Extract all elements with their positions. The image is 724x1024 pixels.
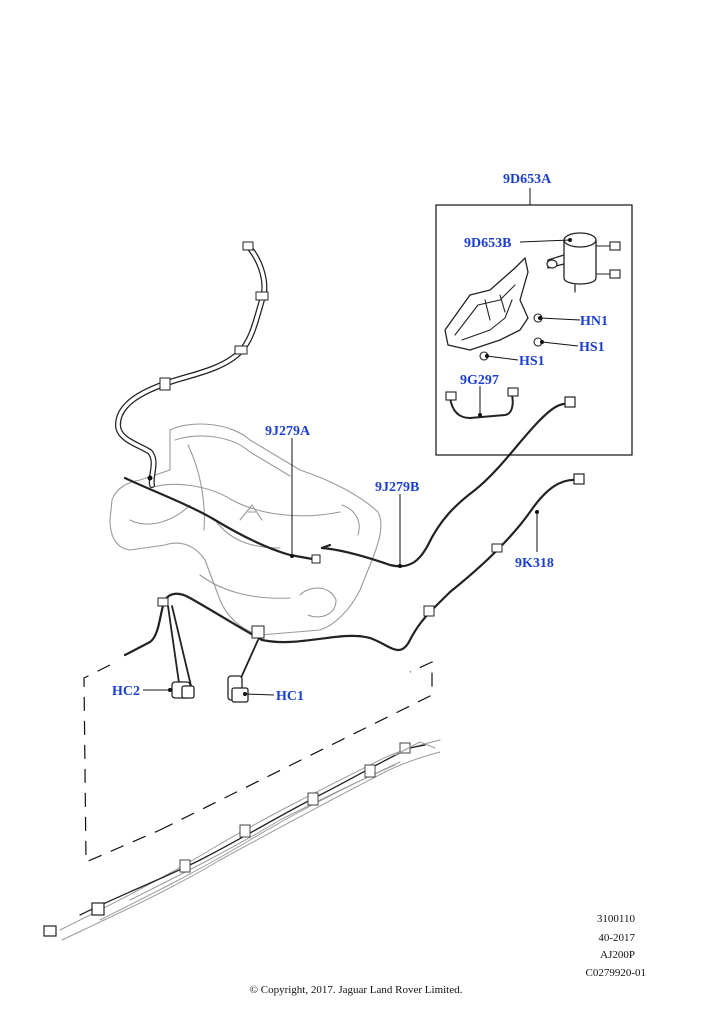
line-9J279B (320, 396, 576, 568)
clip-HC1 (227, 675, 249, 703)
callout-9D653B: 9D653B (464, 236, 511, 251)
callout-9J279B: 9J279B (375, 480, 419, 495)
ref-line-1: 3100110 (597, 913, 636, 925)
fuel-tank-ghost (109, 423, 382, 636)
callout-HS1-right: HS1 (579, 340, 605, 355)
charcoal-canister (546, 232, 621, 293)
line-9J279A (123, 475, 321, 564)
hose-9G297 (445, 387, 519, 419)
callout-HC1: HC1 (276, 689, 304, 704)
copyright-notice: © Copyright, 2017. Jaguar Land Rover Lim… (250, 984, 463, 996)
callout-9D653A: 9D653A (503, 172, 552, 187)
ref-line-3: AJ200P (600, 949, 635, 961)
callout-HN1: HN1 (580, 314, 608, 329)
leader-lines (143, 188, 581, 696)
filler-vent-pipe (115, 241, 269, 488)
ref-line-2: 40-2017 (598, 932, 635, 944)
callout-9G297: 9G297 (460, 373, 499, 388)
canister-bracket (444, 257, 529, 351)
callout-HC2: HC2 (112, 684, 140, 699)
underbody-harness-detail (43, 739, 441, 941)
reference-info: 3100110 40-2017 AJ200P C0279920-01 (586, 913, 647, 979)
clip-HC2 (171, 681, 195, 699)
callout-9J279A: 9J279A (265, 424, 311, 439)
ref-line-4: C0279920-01 (586, 967, 647, 979)
callout-9K318: 9K318 (515, 556, 554, 571)
callout-HS1-left: HS1 (519, 354, 545, 369)
line-9K318 (123, 473, 585, 691)
detail-view-frame (83, 661, 433, 863)
